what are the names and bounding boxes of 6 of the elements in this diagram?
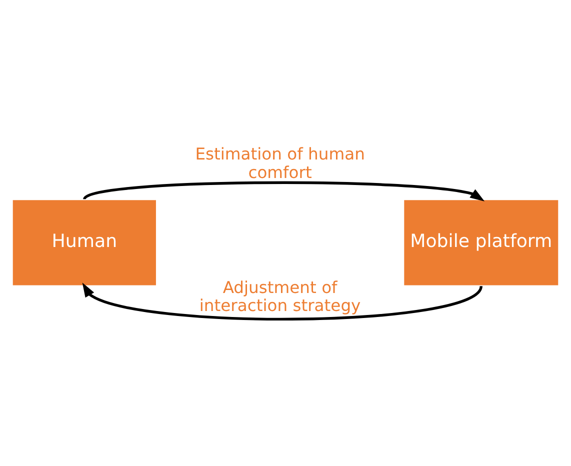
edge-label: Estimation of human comfort bbox=[195, 144, 365, 182]
arrow bbox=[84, 181, 485, 202]
node-box: Human bbox=[12, 200, 156, 286]
edge-label: Adjustment of interaction strategy bbox=[199, 278, 361, 315]
arrow bbox=[82, 282, 482, 320]
node-box: Mobile platform bbox=[404, 200, 558, 286]
